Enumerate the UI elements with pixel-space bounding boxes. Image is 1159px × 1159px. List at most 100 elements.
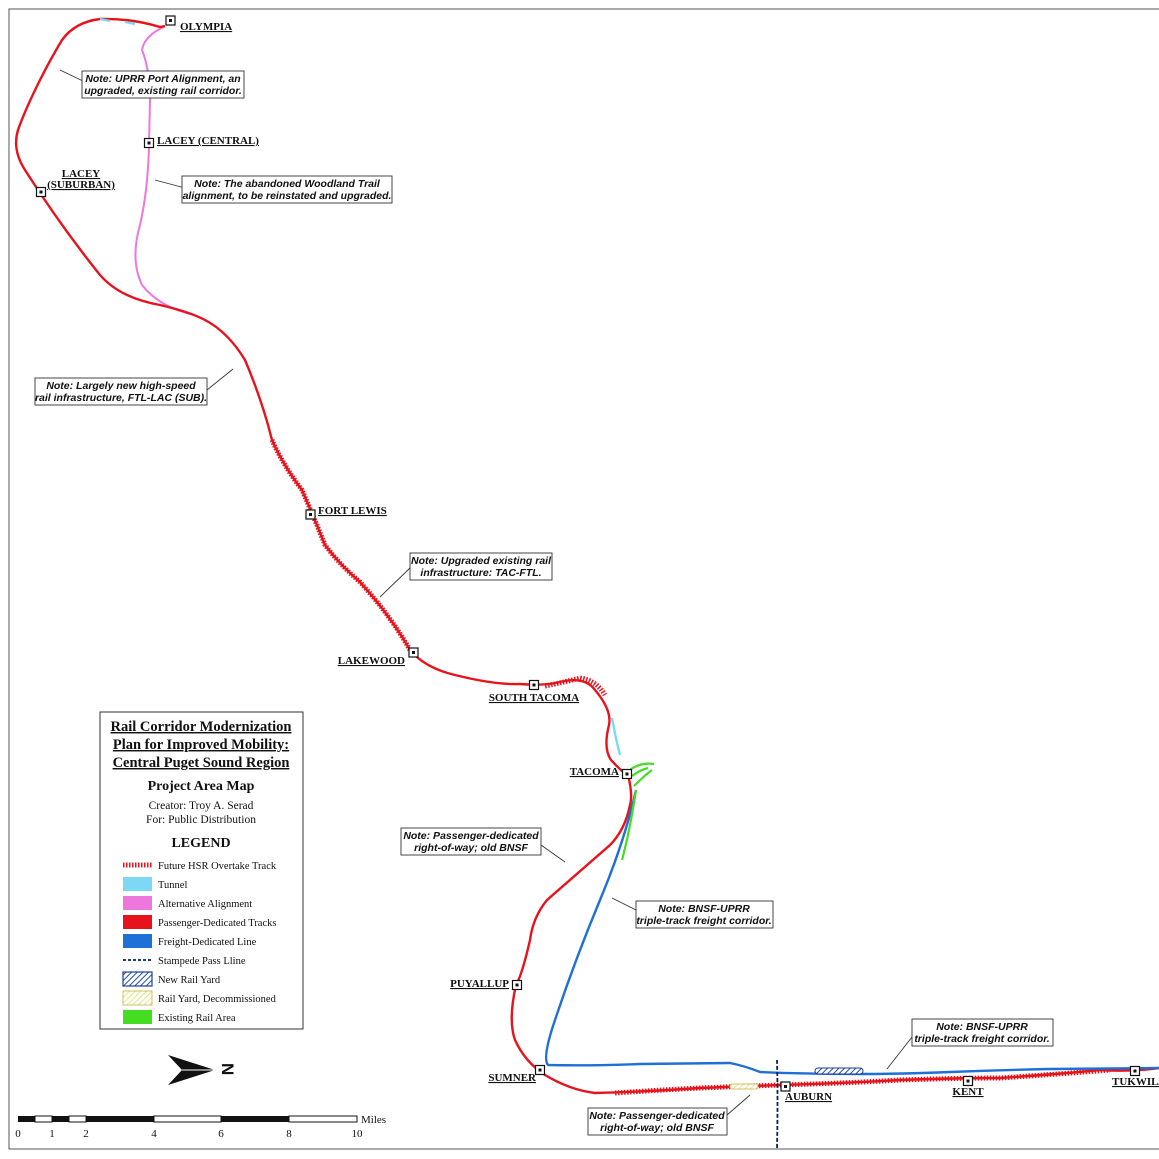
svg-text:8: 8 bbox=[286, 1128, 292, 1140]
svg-text:Existing Rail Area: Existing Rail Area bbox=[158, 1013, 236, 1024]
existing-rail-area-tacoma bbox=[620, 762, 655, 861]
station-tacoma[interactable]: TACOMA bbox=[570, 766, 633, 780]
svg-text:Note: BNSF-UPRR: Note: BNSF-UPRR bbox=[936, 1021, 1028, 1033]
north-arrow-icon: N bbox=[168, 1055, 237, 1085]
overtake-track-auburn-kent bbox=[614, 1067, 1111, 1096]
station-olympia[interactable]: OLYMPIA bbox=[165, 15, 232, 33]
legend-creator: Creator: Troy A. Serad bbox=[149, 800, 254, 812]
legend-item-passenger: Passenger-Dedicated Tracks bbox=[123, 915, 276, 929]
scale-bar: 0 1 2 4 6 8 10 Miles bbox=[15, 1114, 386, 1140]
svg-text:Alternative Alignment: Alternative Alignment bbox=[158, 899, 252, 910]
north-label: N bbox=[218, 1063, 237, 1075]
legend-heading: LEGEND bbox=[171, 836, 230, 851]
station-fort-lewis[interactable]: FORT LEWIS bbox=[305, 505, 387, 520]
legend-item-decom-yard: Rail Yard, Decommissioned bbox=[122, 990, 277, 1006]
station-label: PUYALLUP bbox=[450, 978, 509, 990]
station-label: OLYMPIA bbox=[180, 21, 232, 33]
legend-item-freight: Freight-Dedicated Line bbox=[123, 934, 257, 948]
station-lakewood[interactable]: LAKEWOOD bbox=[338, 647, 419, 667]
note-woodland-trail: Note: The abandoned Woodland Trail align… bbox=[154, 175, 393, 204]
svg-text:10: 10 bbox=[352, 1128, 364, 1140]
svg-text:1: 1 bbox=[49, 1128, 55, 1140]
note-high-speed: Note: Largely new high-speed rail infras… bbox=[34, 368, 234, 406]
station-puyallup[interactable]: PUYALLUP bbox=[450, 978, 523, 991]
legend-item-existing: Existing Rail Area bbox=[123, 1010, 236, 1024]
svg-text:alignment, to be reinstated an: alignment, to be reinstated and upgraded… bbox=[183, 190, 392, 202]
legend-item-alternative: Alternative Alignment bbox=[123, 896, 252, 910]
svg-text:0: 0 bbox=[15, 1128, 21, 1140]
tunnel-segment-tacoma bbox=[610, 717, 622, 756]
station-label: KENT bbox=[952, 1086, 984, 1098]
svg-text:New Rail Yard: New Rail Yard bbox=[158, 975, 221, 986]
svg-text:Passenger-Dedicated Tracks: Passenger-Dedicated Tracks bbox=[158, 918, 276, 929]
legend-panel: Rail Corridor Modernization Plan for Imp… bbox=[99, 711, 304, 1030]
legend-subtitle: Project Area Map bbox=[148, 779, 255, 794]
map-frame bbox=[8, 8, 1159, 1150]
svg-text:Note: Passenger-dedicated: Note: Passenger-dedicated bbox=[403, 830, 539, 842]
svg-text:Rail Yard, Decommissioned: Rail Yard, Decommissioned bbox=[158, 994, 277, 1005]
svg-text:2: 2 bbox=[83, 1128, 89, 1140]
note-bnsf-uprr-1: Note: BNSF-UPRR triple-track freight cor… bbox=[611, 897, 774, 929]
legend-item-stampede: Stampede Pass Lline bbox=[123, 956, 246, 967]
note-passenger-bnsf-1: Note: Passenger-dedicated right-of-way; … bbox=[400, 827, 566, 863]
station-kent[interactable]: KENT bbox=[952, 1075, 984, 1099]
svg-text:right-of-way; old BNSF: right-of-way; old BNSF bbox=[600, 1122, 714, 1134]
station-sumner[interactable]: SUMNER bbox=[488, 1064, 546, 1085]
station-lacey-suburban[interactable]: LACEY (SUBURBAN) bbox=[35, 168, 116, 198]
station-label-line1: LACEY bbox=[62, 168, 101, 180]
legend-item-tunnel: Tunnel bbox=[123, 877, 187, 891]
svg-text:Freight-Dedicated Line: Freight-Dedicated Line bbox=[158, 937, 257, 948]
station-south-tacoma[interactable]: SOUTH TACOMA bbox=[489, 679, 579, 705]
legend-title-line1: Rail Corridor Modernization bbox=[111, 719, 292, 735]
overtake-track-fort-lewis bbox=[269, 438, 413, 652]
new-rail-yard bbox=[814, 1067, 864, 1075]
station-label: AUBURN bbox=[785, 1091, 832, 1103]
tunnel-segment-olympia-1 bbox=[99, 17, 111, 23]
svg-text:Future HSR Overtake Track: Future HSR Overtake Track bbox=[158, 861, 277, 872]
station-label-line2: (SUBURBAN) bbox=[47, 179, 115, 191]
svg-text:Note: The abandoned Woodland T: Note: The abandoned Woodland Trail bbox=[194, 178, 381, 190]
note-tac-ftl: Note: Upgraded existing rail infrastruct… bbox=[379, 552, 553, 598]
stampede-pass-line bbox=[776, 1059, 779, 1150]
svg-text:Note: BNSF-UPRR: Note: BNSF-UPRR bbox=[658, 903, 750, 915]
station-label: TACOMA bbox=[570, 766, 619, 778]
station-label: SUMNER bbox=[488, 1072, 537, 1084]
svg-text:4: 4 bbox=[151, 1128, 157, 1140]
legend-item-new-yard: New Rail Yard bbox=[122, 971, 221, 987]
station-auburn[interactable]: AUBURN bbox=[780, 1081, 832, 1103]
legend-distribution: For: Public Distribution bbox=[146, 814, 256, 826]
station-lacey-central[interactable]: LACEY (CENTRAL) bbox=[143, 135, 260, 149]
svg-text:Stampede Pass Lline: Stampede Pass Lline bbox=[158, 956, 246, 967]
svg-text:right-of-way; old BNSF: right-of-way; old BNSF bbox=[414, 842, 528, 854]
svg-text:Note: UPRR Port Alignment, an: Note: UPRR Port Alignment, an bbox=[85, 73, 240, 85]
svg-text:Note: Largely new high-speed: Note: Largely new high-speed bbox=[46, 380, 196, 392]
station-tukwila[interactable]: TUKWIL/ bbox=[1112, 1065, 1159, 1089]
tunnel-segment-olympia-2 bbox=[124, 20, 136, 26]
station-label: FORT LEWIS bbox=[318, 505, 387, 517]
svg-text:Note: Upgraded existing rail: Note: Upgraded existing rail bbox=[411, 555, 552, 567]
legend-title-line3: Central Puget Sound Region bbox=[113, 755, 290, 771]
station-label: TUKWIL/ bbox=[1112, 1076, 1159, 1088]
alternative-alignment-line bbox=[134, 25, 196, 316]
svg-text:Miles: Miles bbox=[361, 1114, 386, 1126]
station-label: LAKEWOOD bbox=[338, 655, 405, 667]
svg-text:triple-track freight corridor.: triple-track freight corridor. bbox=[636, 915, 771, 927]
freight-corridor-line bbox=[544, 789, 1159, 1076]
legend-title-line2: Plan for Improved Mobility: bbox=[113, 737, 289, 753]
svg-text:Tunnel: Tunnel bbox=[158, 880, 187, 891]
station-label: SOUTH TACOMA bbox=[489, 692, 579, 704]
svg-text:6: 6 bbox=[218, 1128, 224, 1140]
note-uprr-port: Note: UPRR Port Alignment, an upgraded, … bbox=[59, 69, 245, 99]
svg-text:infrastructure: TAC-FTL.: infrastructure: TAC-FTL. bbox=[420, 567, 541, 579]
decommissioned-yard bbox=[729, 1083, 759, 1090]
svg-text:triple-track freight corridor.: triple-track freight corridor. bbox=[914, 1033, 1049, 1045]
overtake-track-south-tacoma bbox=[544, 675, 608, 697]
legend-item-overtake: Future HSR Overtake Track bbox=[123, 861, 277, 872]
note-bnsf-uprr-2: Note: BNSF-UPRR triple-track freight cor… bbox=[886, 1018, 1054, 1070]
svg-text:Note: Passenger-dedicated: Note: Passenger-dedicated bbox=[589, 1110, 725, 1122]
svg-text:rail infrastructure, FTL-LAC (: rail infrastructure, FTL-LAC (SUB). bbox=[35, 392, 207, 404]
station-label: LACEY (CENTRAL) bbox=[157, 135, 259, 147]
svg-text:upgraded, existing rail corrid: upgraded, existing rail corridor. bbox=[84, 85, 242, 97]
note-passenger-bnsf-2: Note: Passenger-dedicated right-of-way; … bbox=[587, 1094, 751, 1136]
